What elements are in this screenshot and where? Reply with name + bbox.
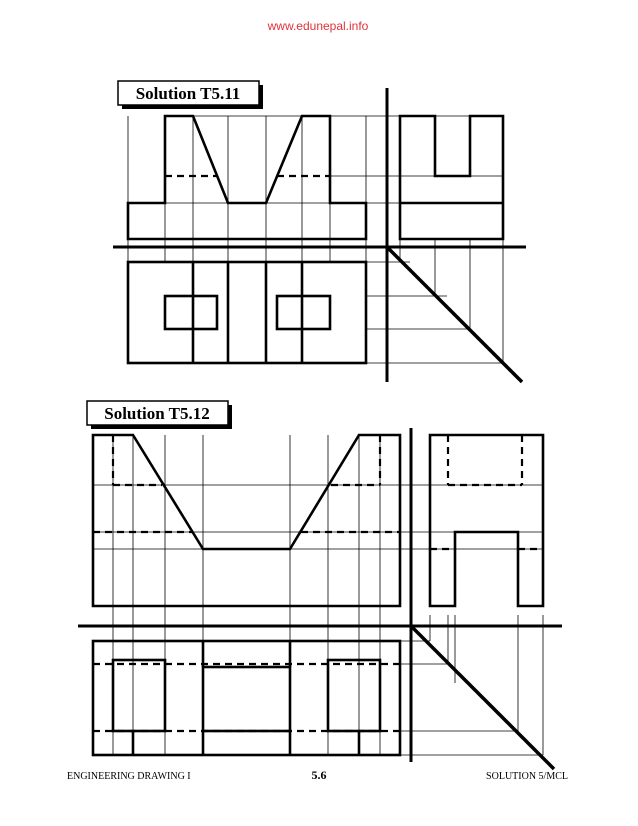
t5-12-miter-line [409, 624, 556, 771]
solution-t5-12-title: Solution T5.12 [104, 404, 210, 423]
t5-11-side-view [398, 114, 505, 241]
t5-11-miter-line [385, 245, 524, 384]
t5-11-front-view [126, 114, 368, 241]
footer-left-text: ENGINEERING DRAWING I [67, 771, 191, 782]
footer-page-number: 5.6 [312, 768, 327, 782]
solution-t5-11-title-box: Solution T5.11 [117, 80, 263, 109]
solution-t5-11: Solution T5.11 [113, 80, 526, 384]
t5-11-top-view [126, 260, 368, 365]
t5-12-top-view [91, 639, 402, 757]
watermark-text: www.edunepal.info [267, 19, 369, 33]
solution-t5-12-title-box: Solution T5.12 [86, 400, 232, 429]
footer-right-text: SOLUTION 5/MCL [486, 771, 568, 782]
page-footer: ENGINEERING DRAWING I 5.6 SOLUTION 5/MCL [67, 768, 568, 782]
t5-12-front-view [91, 433, 402, 608]
solution-t5-12: Solution T5.12 [78, 400, 562, 771]
t5-12-projection-lines [93, 435, 544, 756]
solution-t5-11-title: Solution T5.11 [136, 84, 241, 103]
t5-12-side-view [428, 433, 545, 608]
